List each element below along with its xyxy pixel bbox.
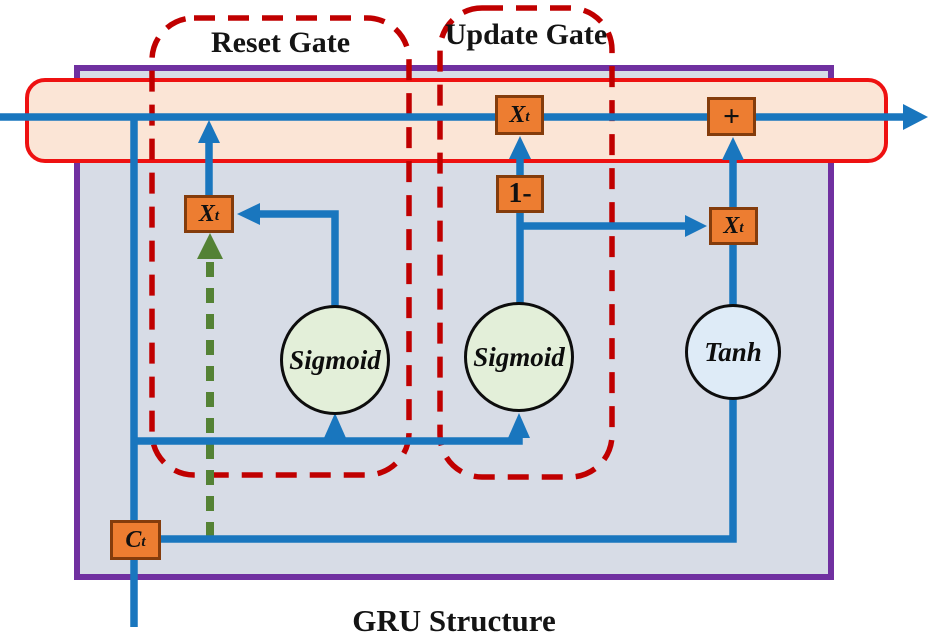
sigmoid-reset-circle: Sigmoid: [280, 305, 390, 415]
sigmoid-update-label: Sigmoid: [473, 341, 565, 372]
sigmoid-reset-label: Sigmoid: [289, 344, 381, 375]
reset-multiply-label: X: [198, 201, 215, 227]
page-title: GRU Structure: [352, 603, 556, 638]
sigmoid-reset-output-arrow: [237, 203, 339, 306]
tanh-circle: Tanh: [685, 304, 781, 400]
one-minus-label: 1-: [508, 178, 532, 209]
input-to-sigmoids-line: [134, 413, 530, 445]
hidden-state-line: [0, 104, 928, 130]
one-minus-to-update-mult-arrow: [509, 136, 531, 176]
candidate-mult-to-add-arrow: [722, 137, 744, 208]
add-box: +: [707, 97, 756, 136]
update-multiply-label: X: [509, 102, 526, 128]
candidate-dashed-arrow: [197, 233, 223, 537]
cell-input-label: C: [125, 527, 142, 553]
reset-gate-outline: [149, 15, 412, 478]
add-label: +: [722, 99, 741, 133]
candidate-multiply-label: X: [723, 213, 740, 239]
cell-input-to-tanh-line: [161, 397, 737, 543]
reset-gate-label: Reset Gate: [210, 26, 351, 59]
update-to-candidate-mult-arrow: [520, 215, 707, 237]
update-gate-outline: [437, 5, 615, 480]
tanh-label: Tanh: [704, 336, 762, 367]
update-gate-label: Update Gate: [444, 18, 608, 51]
reset-mult-to-band-arrow: [198, 120, 220, 196]
sigmoid-update-circle: Sigmoid: [464, 302, 574, 412]
one-minus-box: 1-: [496, 175, 544, 213]
